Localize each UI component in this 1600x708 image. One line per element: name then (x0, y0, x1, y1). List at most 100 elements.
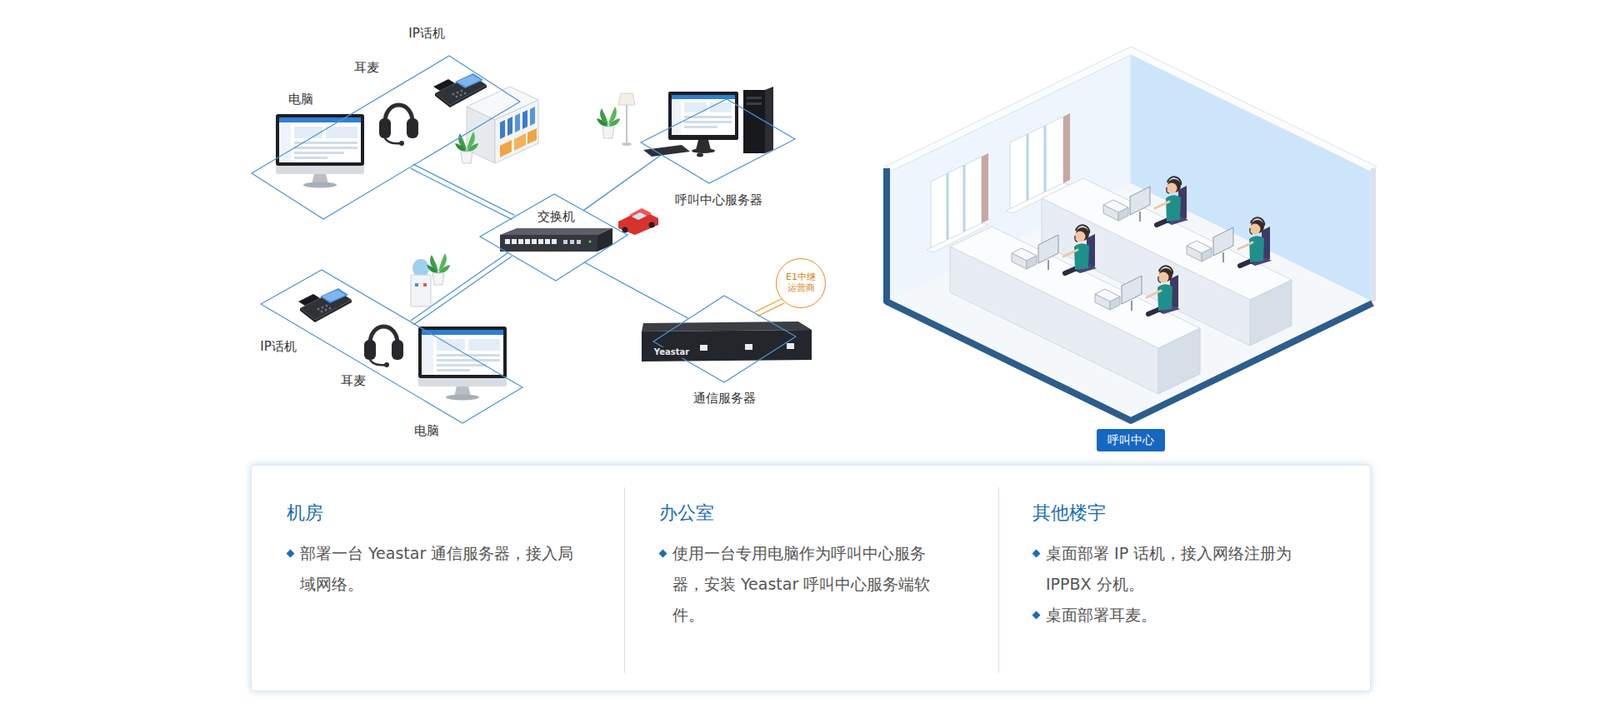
device-label: 电脑 (286, 91, 315, 108)
floor-lamp (625, 103, 628, 144)
file-shelf (522, 110, 528, 130)
info-column: 办公室使用一台专用电脑作为呼叫中心服务器，安装 Yeastar 呼叫中心服务端软… (659, 500, 952, 631)
link-line (755, 299, 785, 317)
network-switch (563, 240, 568, 245)
server-computer (696, 153, 704, 158)
server-computer (671, 99, 681, 135)
file-shelf (527, 128, 537, 145)
link-line (410, 252, 512, 325)
bullet-item: 桌面部署 IP 话机，接入网络注册为 IPPBX 分机。 (1032, 538, 1317, 600)
server-computer (684, 120, 732, 124)
platform-outline (480, 194, 628, 281)
network-switch (576, 240, 581, 245)
server-computer (643, 145, 690, 157)
server-computer (643, 86, 774, 158)
badge-label: 呼叫中心 (1107, 432, 1155, 448)
file-shelf (495, 100, 539, 164)
device-label: 电脑 (412, 423, 441, 440)
network-switch (500, 228, 613, 252)
network-switch (500, 235, 598, 252)
network-switch (551, 239, 557, 245)
server-computer (743, 90, 765, 154)
bullet-marker (1032, 611, 1041, 620)
network-switch (500, 228, 613, 235)
device-label: IP话机 (258, 339, 298, 355)
server-platform: 通信服务器 (653, 295, 796, 383)
column-heading: 办公室 (659, 500, 952, 526)
network-switch (531, 239, 537, 245)
column-heading: 机房 (286, 500, 584, 526)
network-switch (597, 228, 613, 252)
link-line (584, 262, 689, 320)
water-dispenser (415, 283, 419, 287)
desk-row (950, 225, 1200, 395)
bullet-item: 使用一台专用电脑作为呼叫中心服务器，安装 Yeastar 呼叫中心服务端软件。 (659, 538, 952, 631)
carrier-label: E1中继 运营商 (781, 272, 820, 294)
potted-plant (426, 253, 450, 285)
workstation-platform: IP话机耳麦电脑 (251, 55, 520, 220)
toy-car (618, 210, 659, 235)
call-center-room (1130, 50, 1132, 184)
file-shelf (466, 86, 539, 164)
server-computer (765, 86, 774, 154)
platform-outline (260, 270, 523, 424)
file-shelf (500, 140, 512, 158)
file-shelf (500, 120, 505, 140)
communication-server (641, 321, 812, 332)
call-center-room (1370, 168, 1376, 302)
link-line (410, 164, 515, 220)
column-divider (998, 487, 1000, 674)
headset (379, 105, 419, 146)
floor-lamp (621, 142, 632, 146)
column-heading: 其他楼宇 (1032, 500, 1317, 526)
platform-outline (640, 99, 795, 184)
server-computer (710, 102, 732, 113)
device-label: 交换机 (535, 209, 577, 225)
network-switch (570, 240, 575, 245)
bullet-marker (286, 550, 295, 559)
water-dispenser (423, 283, 427, 287)
call-center-room (930, 156, 982, 249)
toy-car (618, 208, 659, 235)
platform-outline (251, 55, 520, 220)
communication-server (786, 343, 795, 350)
toy-car (629, 208, 652, 220)
bullet-text: 使用一台专用电脑作为呼叫中心服务器，安装 Yeastar 呼叫中心服务端软件。 (672, 538, 952, 631)
call-center-room (1026, 134, 1030, 201)
column-divider (624, 487, 625, 674)
carrier-circle: E1中继 运营商 (775, 258, 826, 309)
network-switch (525, 239, 530, 245)
device-label: 通信服务器 (691, 390, 758, 407)
headset (364, 326, 404, 368)
communication-server (700, 345, 708, 351)
network-switch (511, 239, 517, 245)
network-switch (545, 239, 550, 245)
call-center-room (885, 46, 1377, 172)
floor-lamp (618, 93, 635, 146)
communication-server (641, 321, 812, 362)
server-platform: 呼叫中心服务器 (640, 99, 795, 184)
switch-platform: 交换机 (480, 194, 628, 281)
call-center-room (981, 153, 989, 224)
device-label: 耳麦 (352, 60, 381, 76)
potted-plant (596, 106, 620, 139)
platform-outline (640, 99, 795, 184)
device-logo: Yeastar (652, 347, 691, 359)
bullet-text: 部署一台 Yeastar 通信服务器，接入局域网络。 (300, 538, 584, 600)
platform-outline (480, 194, 628, 281)
platform-outline (653, 295, 796, 383)
network-switch (518, 239, 524, 245)
network-switch (505, 239, 510, 245)
info-column: 其他楼宇桌面部署 IP 话机，接入网络注册为 IPPBX 分机。桌面部署耳麦。 (1032, 500, 1317, 631)
bullet-item: 桌面部署耳麦。 (1032, 600, 1317, 631)
bullet-marker (659, 550, 668, 559)
file-shelf (515, 113, 520, 133)
workstation-platform: IP话机耳麦电脑 (260, 270, 523, 424)
link-line (583, 155, 661, 211)
bullet-text: 桌面部署耳麦。 (1045, 600, 1317, 631)
file-shelf (507, 116, 513, 136)
call-center-room (886, 168, 1373, 421)
call-center-room (963, 165, 966, 232)
call-center-room (946, 173, 950, 240)
server-computer (746, 102, 762, 105)
